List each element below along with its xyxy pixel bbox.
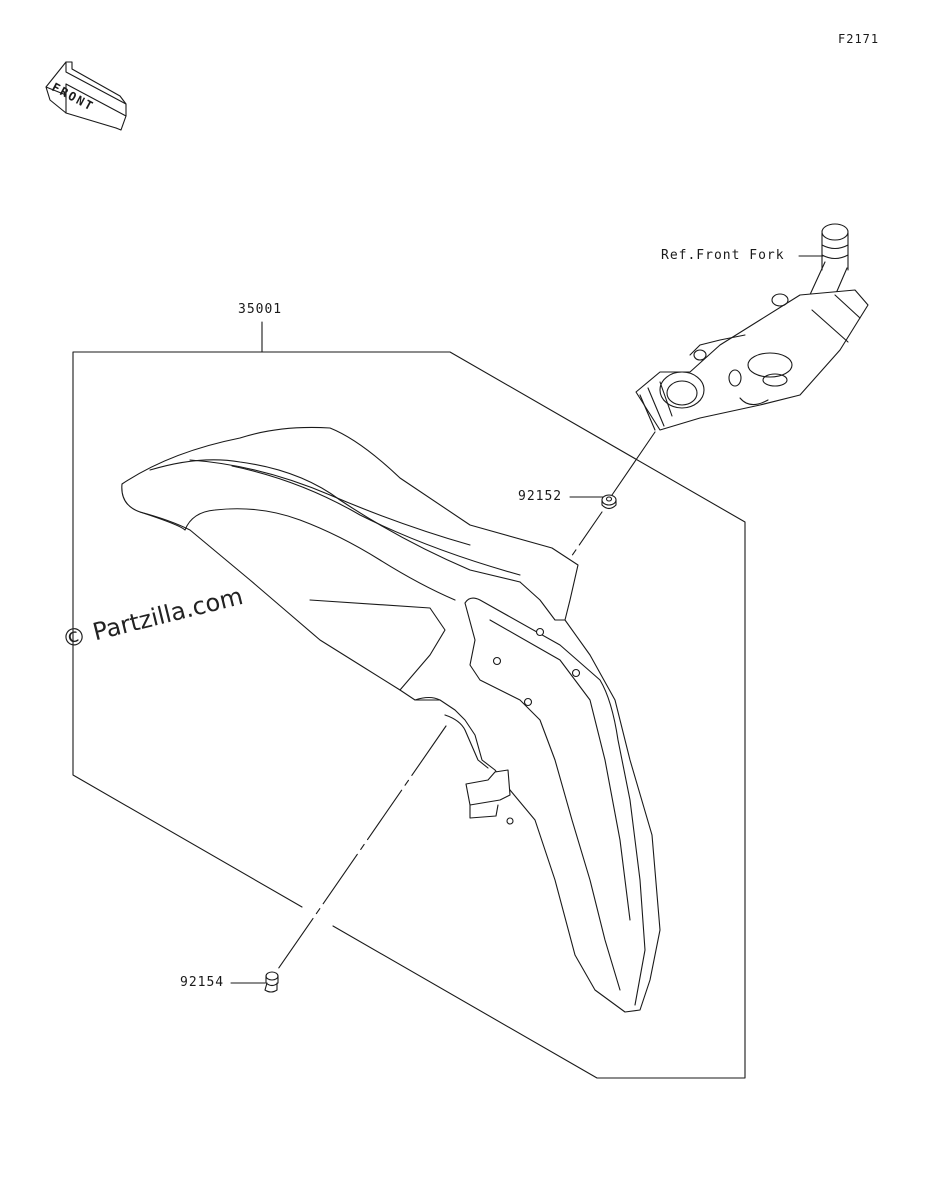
front-arrow-icon [45,61,127,131]
part-number-92152[interactable]: 92152 [518,489,563,504]
part-number-35001[interactable]: 35001 [238,302,283,317]
bolt-92154-icon [264,971,279,993]
washer-92152-icon [601,494,617,510]
figure-code: F2171 [838,32,880,46]
group-bracket [72,351,746,1079]
front-fork-assembly [635,223,869,431]
ref-front-fork-label: Ref.Front Fork [661,248,785,263]
part-number-92154[interactable]: 92154 [180,975,225,990]
front-fender [121,426,661,1013]
